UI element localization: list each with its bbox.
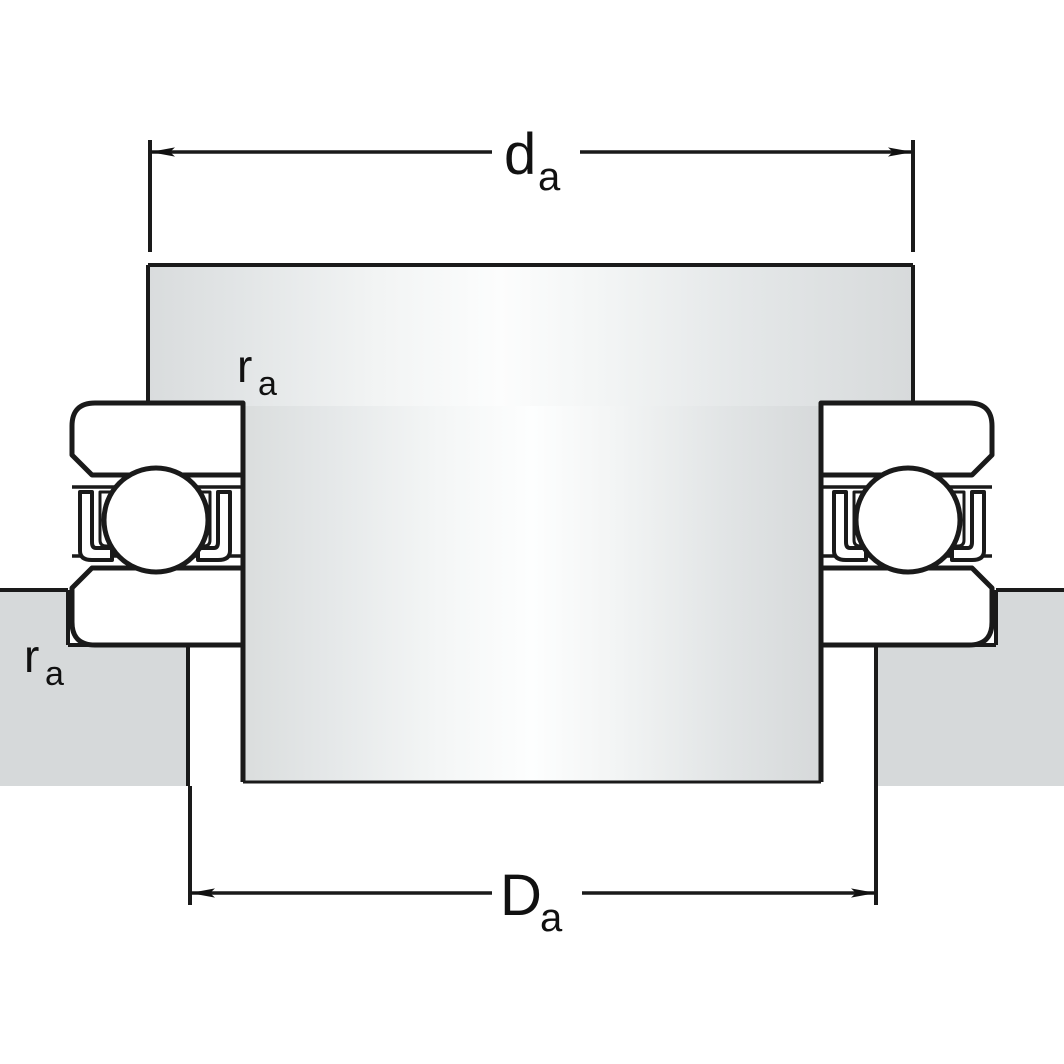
annotation-ra-shaft: r a — [237, 340, 277, 403]
annotation-ra-shaft-symbol: r — [237, 340, 252, 392]
shaft-abutment-shoulder — [146, 263, 915, 408]
bearing-right — [818, 400, 995, 648]
inner-ring-left — [69, 565, 246, 648]
dimension-label-da-subscript: a — [538, 155, 561, 199]
dimension-label-da-symbol: d — [504, 122, 536, 187]
annotation-ra-housing-symbol: r — [24, 630, 39, 682]
outer-ring-right — [818, 400, 995, 478]
bearing-left — [69, 400, 246, 648]
dimension-label-Da-subscript: a — [540, 896, 563, 940]
outer-ring-left — [69, 400, 246, 478]
shaft-journal — [240, 406, 824, 784]
annotation-ra-housing: r a — [24, 630, 64, 693]
ball-right — [853, 465, 963, 575]
dimension-Da: D a — [188, 786, 878, 940]
dimension-label-Da-symbol: D — [500, 863, 542, 928]
dimension-da: d a — [148, 122, 915, 252]
annotation-ra-shaft-subscript: a — [258, 365, 277, 403]
inner-ring-right — [818, 565, 995, 648]
annotation-ra-housing-subscript: a — [45, 655, 64, 693]
ball-left — [101, 465, 211, 575]
